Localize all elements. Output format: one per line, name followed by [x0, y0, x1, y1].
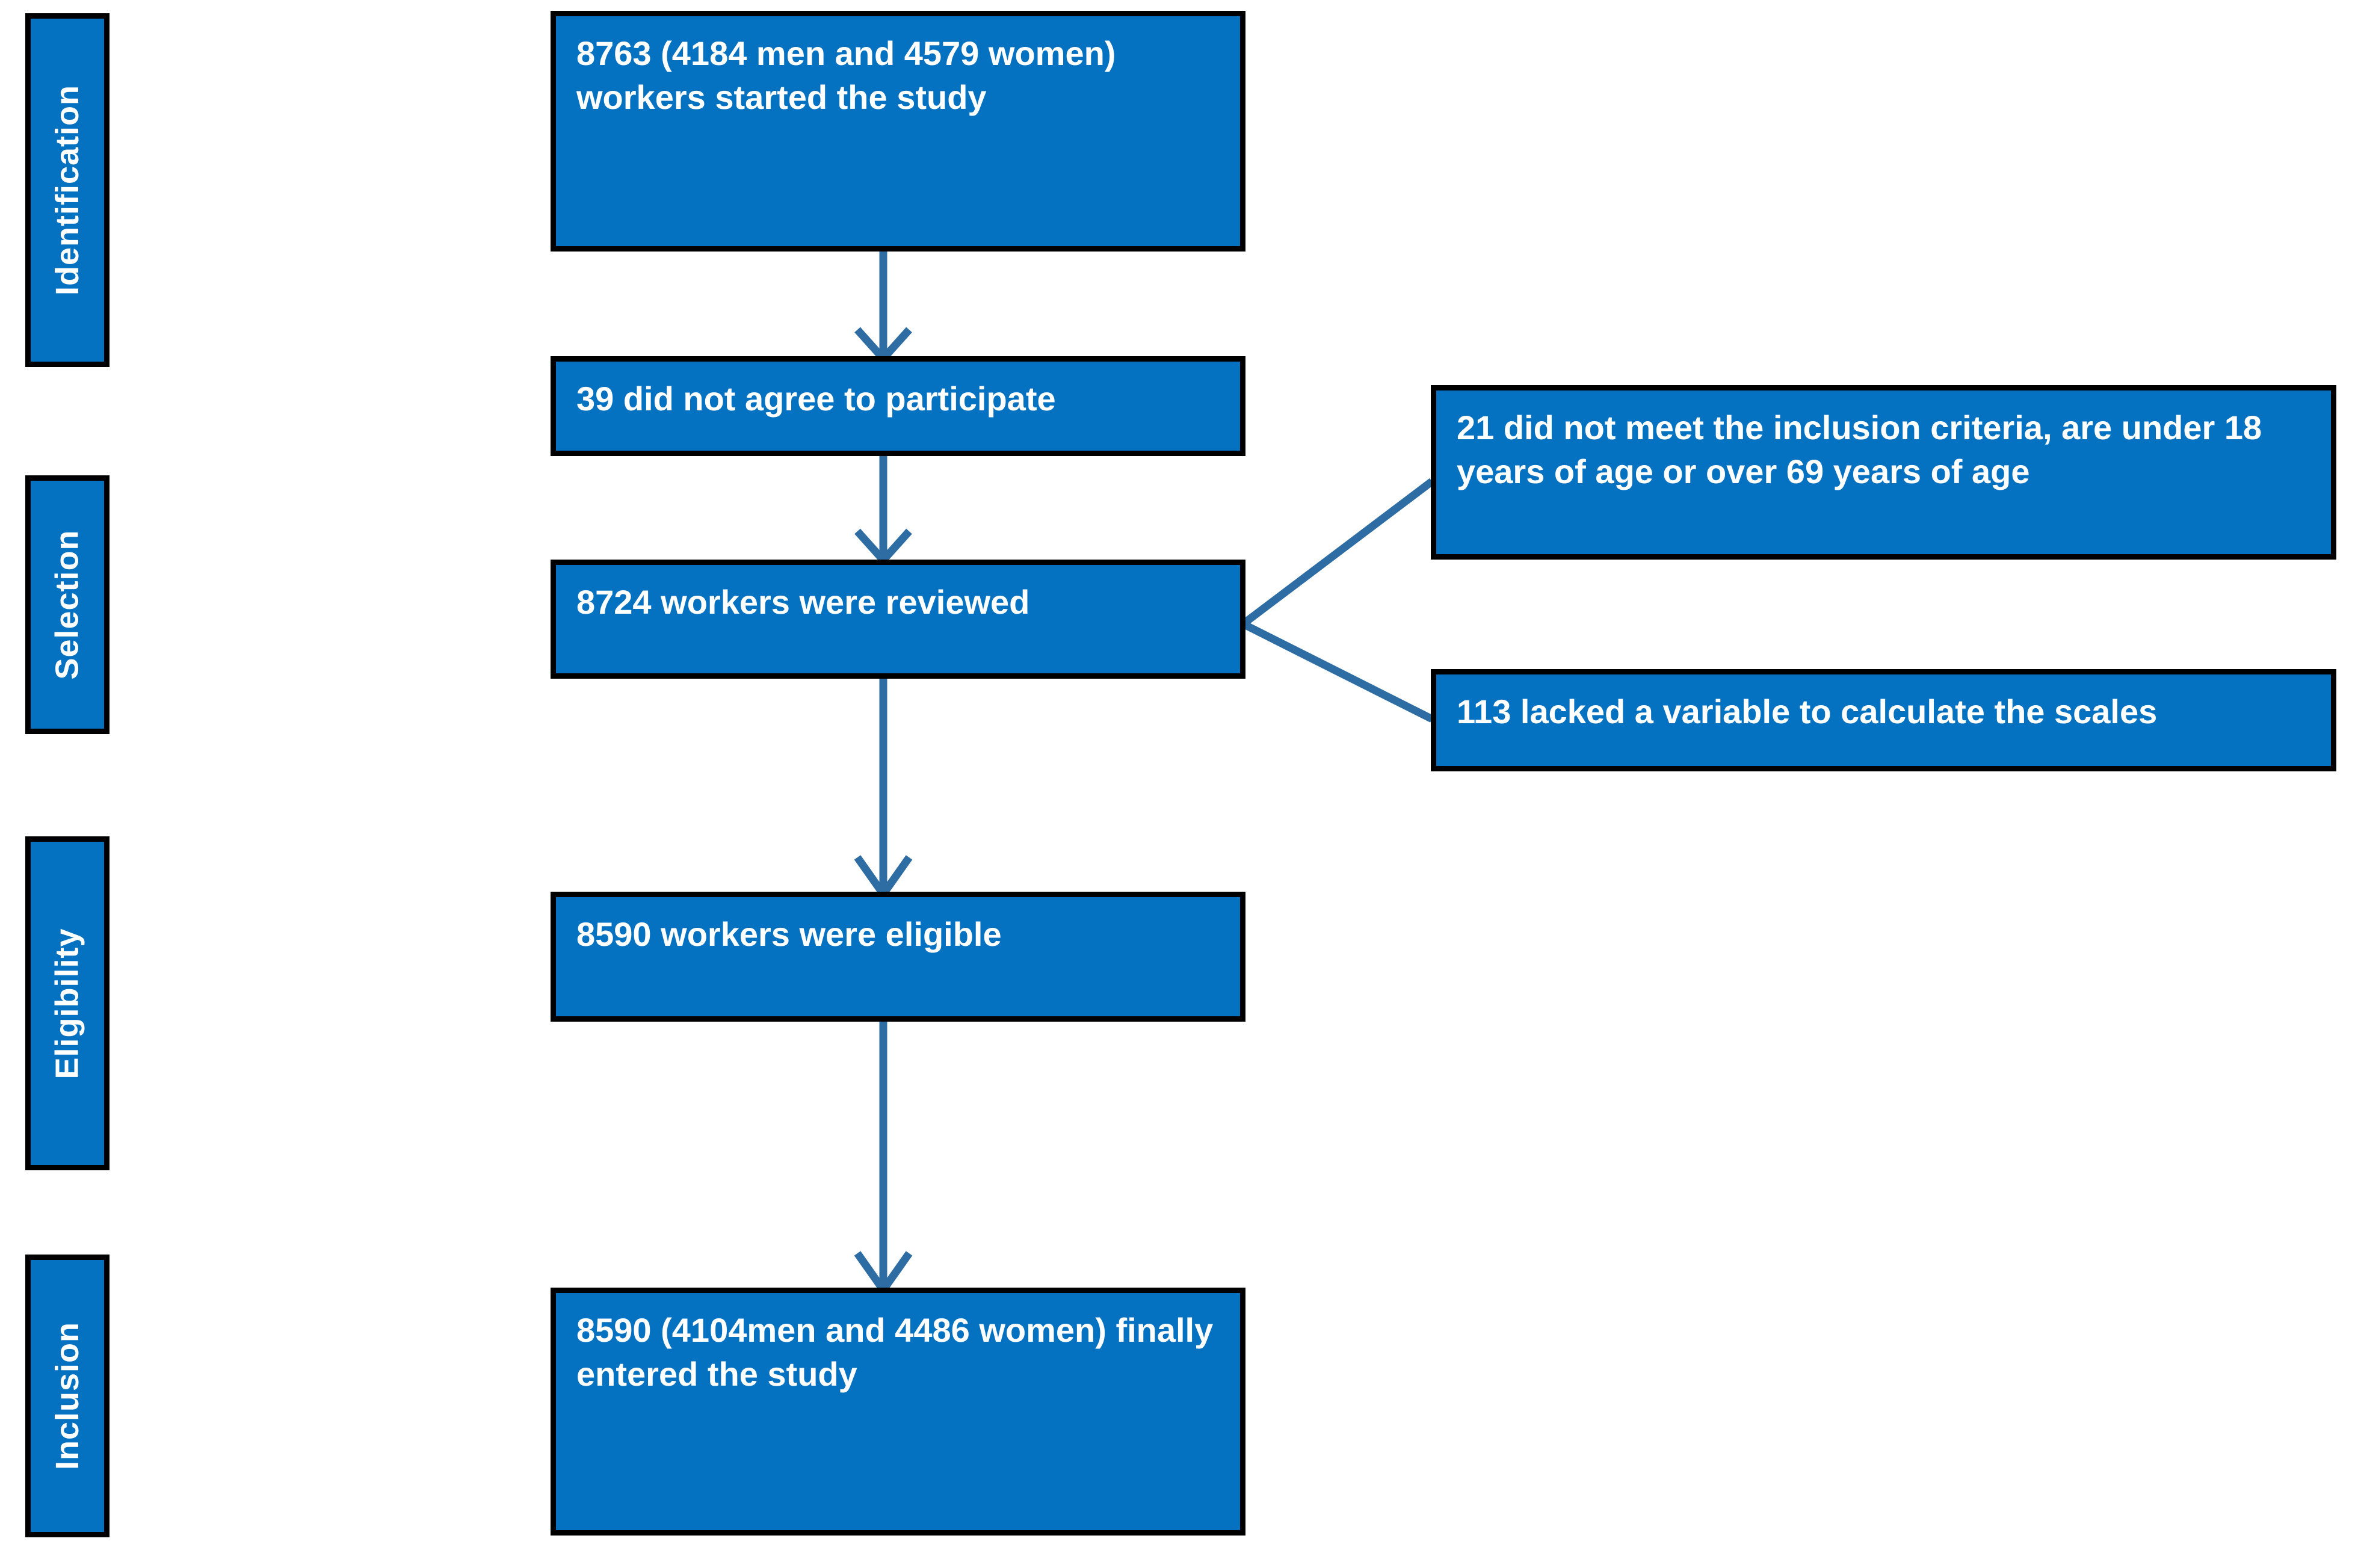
- stage-label-selection-text: Selection: [49, 529, 86, 680]
- node-declined: 39 did not agree to participate: [551, 356, 1245, 456]
- arrow-started-to-declined: [854, 252, 912, 365]
- stage-label-selection: Selection: [25, 475, 110, 734]
- stage-label-inclusion: Inclusion: [25, 1255, 110, 1537]
- branch-reviewed-to-exclusions: [1241, 478, 1434, 723]
- node-eligible: 8590 workers were eligible: [551, 892, 1245, 1022]
- stage-label-eligibility: Eligibility: [25, 836, 110, 1170]
- stage-label-identification-text: Identification: [49, 85, 85, 295]
- node-started: 8763 (4184 men and 4579 women) workers s…: [551, 11, 1245, 252]
- node-excluded-criteria: 21 did not meet the inclusion criteria, …: [1431, 385, 2336, 560]
- stage-label-eligibility-text: Eligibility: [49, 927, 85, 1079]
- arrow-eligible-to-entered: [854, 1022, 913, 1297]
- node-excluded-missing: 113 lacked a variable to calculate the s…: [1431, 669, 2336, 771]
- stage-label-identification: Identification: [25, 13, 110, 367]
- node-entered: 8590 (4104men and 4486 women) finally en…: [551, 1288, 1245, 1536]
- stage-label-inclusion-text: Inclusion: [49, 1321, 86, 1471]
- arrow-reviewed-to-eligible: [854, 679, 913, 901]
- node-reviewed: 8724 workers were reviewed: [551, 560, 1245, 679]
- arrow-declined-to-reviewed: [854, 456, 912, 566]
